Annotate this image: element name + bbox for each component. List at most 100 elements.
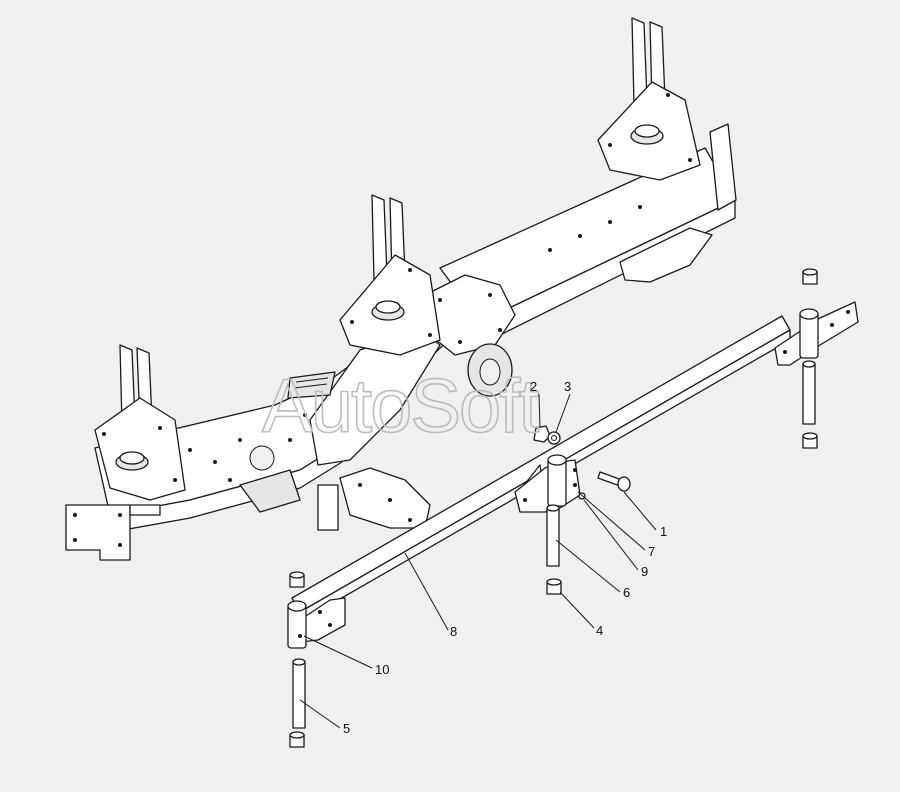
- plate-bolt: [488, 293, 492, 297]
- callout-8: 8: [450, 624, 457, 639]
- bracket-bolt: [328, 623, 332, 627]
- washer: [547, 431, 561, 445]
- callout-1: 1: [660, 524, 667, 539]
- mount-pad-top: [119, 451, 145, 465]
- mount-bolt: [158, 426, 162, 430]
- callout-leaders: [299, 393, 657, 729]
- pin-right-top: [802, 360, 816, 368]
- bushing: [802, 432, 818, 449]
- pivot-hub-bore: [479, 358, 501, 386]
- mount-base-plate: [94, 397, 186, 501]
- callout-2: 2: [530, 379, 537, 394]
- frame-bolt-hole: [228, 478, 232, 482]
- left-end-tab: [129, 504, 161, 516]
- frame-bolt-hole: [303, 413, 307, 417]
- beam-end-plate: [709, 123, 737, 211]
- pin-center-top: [546, 504, 560, 512]
- center-hinge-sleeve-top: [547, 454, 567, 466]
- pin-right: [802, 363, 816, 425]
- plate-bolt: [388, 498, 392, 502]
- mount-right: [597, 17, 701, 181]
- bracket-bolt: [298, 634, 302, 638]
- frame-hole: [249, 445, 275, 471]
- bracket-bolt: [523, 498, 527, 502]
- leader-6: [555, 539, 621, 593]
- under-frame-block: [239, 469, 301, 513]
- end-plate-bolt: [73, 538, 77, 542]
- mount-bolt: [173, 478, 177, 482]
- callout-10: 10: [375, 662, 389, 677]
- mount-pad-top: [375, 300, 401, 314]
- mount-bolt: [666, 93, 670, 97]
- plate-bolt: [408, 518, 412, 522]
- end-plate-bolt: [73, 513, 77, 517]
- callout-5: 5: [343, 721, 350, 736]
- frame-bolt-hole: [238, 438, 242, 442]
- mount-bolt: [408, 268, 412, 272]
- callout-6: 6: [623, 585, 630, 600]
- mount-center: [339, 194, 441, 356]
- mount-bolt: [608, 143, 612, 147]
- left-hinge-sleeve-top: [287, 600, 307, 612]
- leader-8: [404, 552, 449, 631]
- leader-10: [303, 635, 373, 669]
- bracket-bolt: [573, 483, 577, 487]
- bushing-top: [289, 731, 305, 739]
- mount-bolt: [428, 333, 432, 337]
- frame-bolt-hole: [188, 448, 192, 452]
- bushing-top: [802, 432, 818, 440]
- front-cross-frame-edge: [109, 444, 343, 533]
- bushing: [802, 268, 818, 285]
- callout-9: 9: [641, 564, 648, 579]
- callout-labels: 1 2 3 4 5 6 7 8 9 10: [343, 379, 667, 736]
- beam-bolt-hole: [548, 248, 552, 252]
- pin-left-top: [292, 658, 306, 666]
- bushing-top: [289, 571, 305, 579]
- under-beam-bracket: [619, 227, 713, 283]
- bracket-bolt: [830, 323, 834, 327]
- leader-7: [577, 491, 646, 551]
- lower-bar-assembly: [287, 268, 859, 748]
- nut: [533, 425, 551, 443]
- bracket-bolt: [783, 350, 787, 354]
- beam-bolt-hole: [608, 220, 612, 224]
- lower-center-plate: [339, 467, 431, 529]
- leader-4: [559, 591, 595, 629]
- beam-bolt-hole: [578, 234, 582, 238]
- bushing-top: [802, 268, 818, 276]
- bushing: [289, 571, 305, 588]
- bracket-bolt: [318, 610, 322, 614]
- plate-bolt: [358, 483, 362, 487]
- mount-pad-top: [634, 124, 660, 138]
- right-hinge-sleeve-top: [799, 308, 819, 320]
- nut-body: [533, 425, 551, 443]
- leader-3: [555, 393, 571, 433]
- bolt: [597, 471, 631, 492]
- frame-bolt-hole: [213, 460, 217, 464]
- pin-center: [546, 507, 560, 567]
- frame-bolt-hole: [288, 438, 292, 442]
- washer-bore: [551, 435, 557, 441]
- mount-bolt: [102, 432, 106, 436]
- end-plate-bolt: [118, 513, 122, 517]
- plate-bolt: [458, 340, 462, 344]
- end-plate-bolt: [118, 543, 122, 547]
- label-plate-line: [293, 383, 328, 389]
- leader-2: [538, 393, 541, 429]
- mount-bolt: [688, 158, 692, 162]
- bushing: [546, 578, 562, 595]
- callout-4: 4: [596, 623, 603, 638]
- bushing: [289, 731, 305, 748]
- bolt-head: [617, 476, 631, 492]
- bracket-bolt: [573, 468, 577, 472]
- main-frame: [65, 123, 737, 561]
- bushing-top: [546, 578, 562, 586]
- callout-3: 3: [564, 379, 571, 394]
- pin-left: [292, 661, 306, 729]
- leader-5: [299, 699, 341, 729]
- plate-bolt: [438, 298, 442, 302]
- mount-left: [94, 344, 186, 501]
- watermark-text: AutoSoft: [262, 364, 539, 449]
